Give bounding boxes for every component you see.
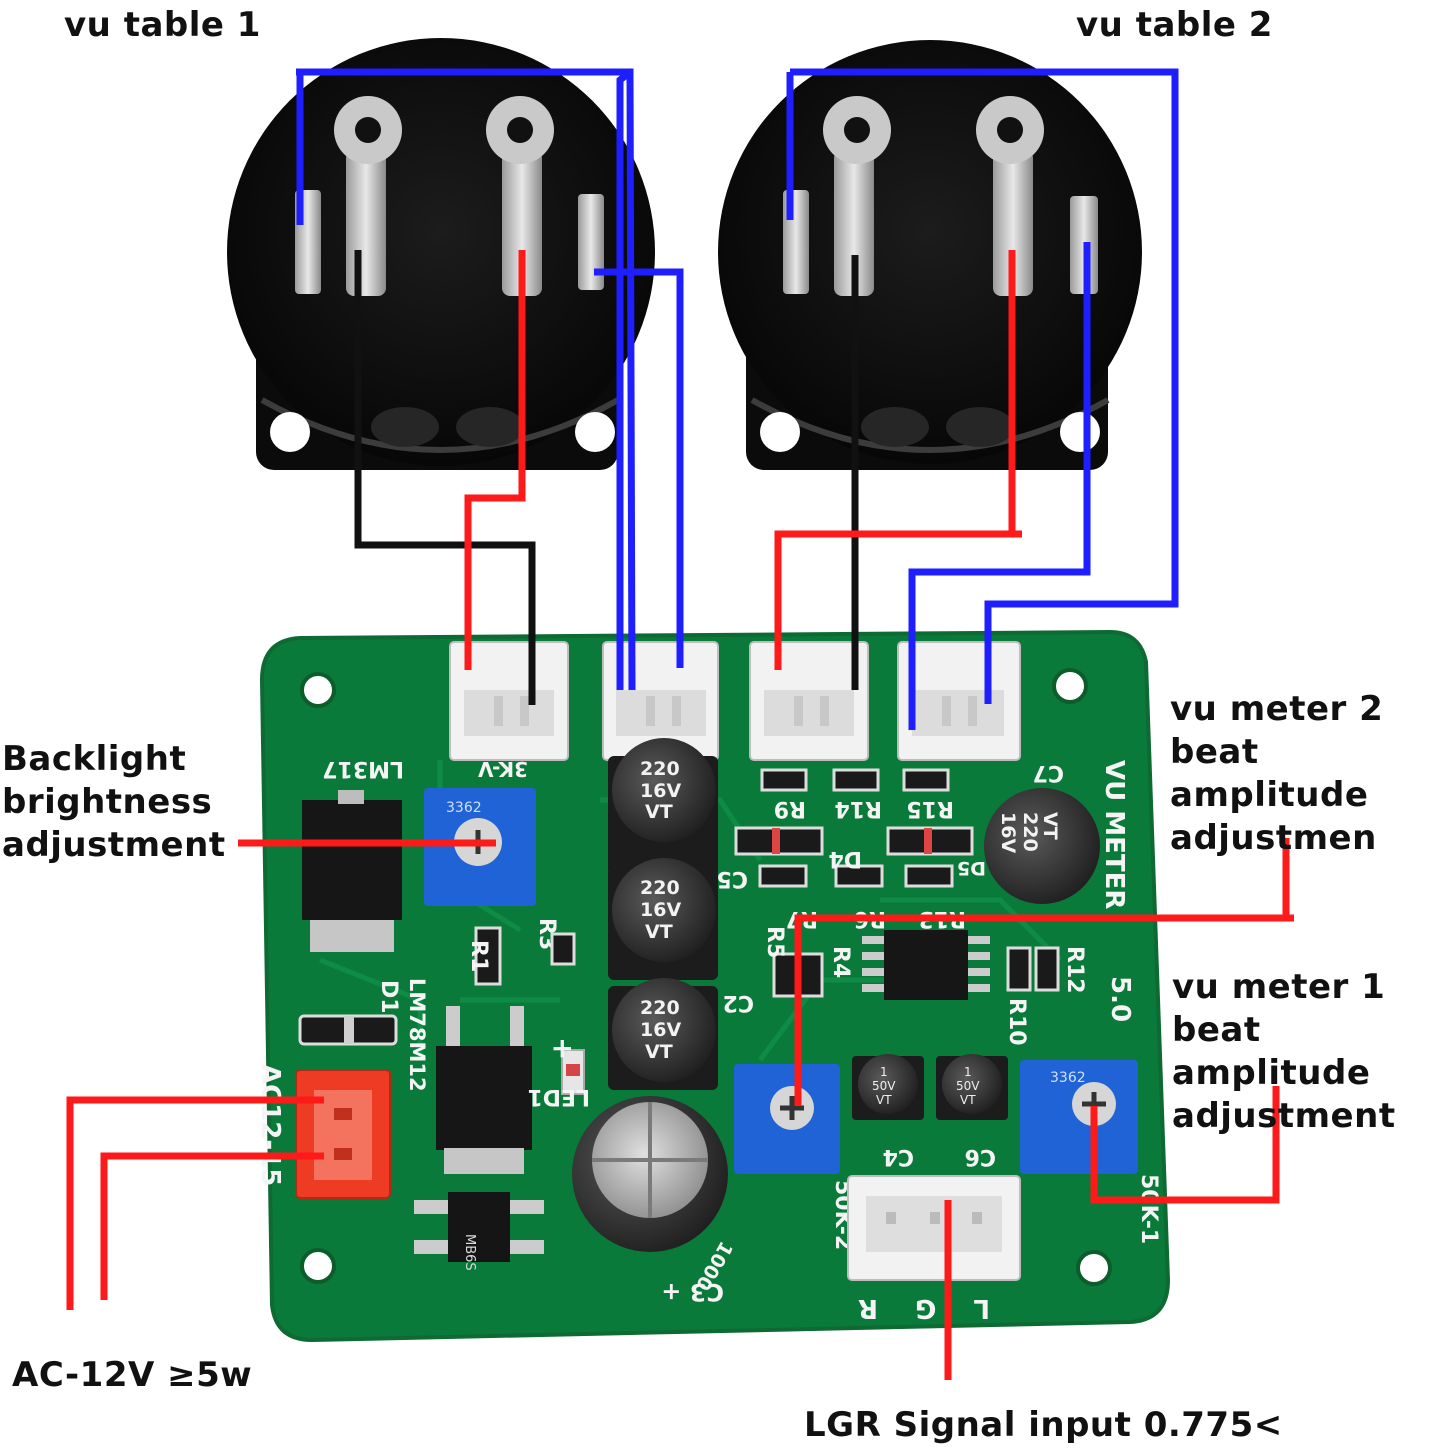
cap-220-bottom: 220 16V VT	[608, 978, 718, 1090]
connector-meter2-b	[897, 641, 1021, 761]
trimpot-50k-2	[734, 1064, 840, 1174]
r5-label: R5	[762, 926, 787, 958]
c6-series: VT	[960, 1093, 976, 1107]
wires-red	[66, 250, 1294, 1380]
mb6s-label: MB6S	[462, 1234, 477, 1271]
c7-voltage: 16V	[997, 812, 1019, 853]
r1-label: R1	[466, 940, 491, 972]
c4-capacitor: 1 50V VT	[852, 1054, 924, 1120]
cap-bot-voltage: 16V	[640, 1019, 681, 1041]
vu-meter-1	[227, 38, 655, 470]
r10-label: R10	[1004, 998, 1029, 1046]
connector-meter1-a	[449, 641, 569, 761]
connector-meter2-a	[749, 641, 869, 761]
lgr-input-connector	[847, 1175, 1021, 1281]
c6-value: 1	[964, 1065, 972, 1079]
pot-backlight-label: 3K-V	[477, 757, 528, 781]
r15-label: R15	[906, 796, 954, 821]
cap-220-top: 220 16V VT	[608, 738, 718, 876]
r12-label: R12	[1062, 946, 1087, 994]
r1-resistor	[474, 926, 502, 986]
version-label: 5.0	[1105, 976, 1135, 1022]
board-name-label: VU METER	[1099, 760, 1129, 909]
c4-label: C4	[883, 1144, 914, 1169]
d5-diode	[886, 826, 974, 856]
r3-resistor	[550, 932, 576, 966]
vu-meter-2	[718, 40, 1142, 470]
d1-diode	[298, 1014, 398, 1046]
backlight-trimpot: 3362	[424, 788, 536, 906]
cap-bot-series: VT	[645, 1041, 673, 1063]
op-amp-ic	[862, 930, 990, 1000]
cap-mid-voltage: 16V	[640, 899, 681, 921]
c7-label: C7	[1033, 760, 1064, 785]
c7-series: VT	[1039, 812, 1061, 840]
wires-blue	[296, 68, 1179, 730]
d4-label: D4	[828, 846, 862, 871]
pot1-code: 3362	[1050, 1070, 1086, 1086]
cap-mid-value: 220	[640, 877, 680, 899]
cap-top-value: 220	[640, 758, 680, 780]
c5-label: C5	[717, 866, 748, 891]
c4-series: VT	[876, 1093, 892, 1107]
cap-top-series: VT	[645, 801, 673, 823]
lm317-regulator	[302, 790, 402, 952]
c7-capacitor: 220 16V VT	[984, 788, 1100, 904]
c6-voltage: 50V	[956, 1079, 980, 1093]
vu-table-2-label: vu table 2	[1076, 5, 1273, 45]
beat2-label: vu meter 2 beat amplitude adjustmen	[1170, 689, 1384, 858]
c7-value: 220	[1019, 812, 1041, 852]
pot1-label: 50K-1	[1136, 1174, 1161, 1244]
lgr-label: L G R	[844, 1293, 990, 1323]
cap-bot-value: 220	[640, 997, 680, 1019]
cap-mid-series: VT	[645, 921, 673, 943]
wires-black	[354, 250, 859, 705]
lm78m12-regulator	[436, 1006, 532, 1174]
c4-voltage: 50V	[872, 1079, 896, 1093]
lm317-label: LM317	[322, 756, 404, 781]
trimpot-50k-1: 3362	[1020, 1060, 1138, 1174]
smd-resistors	[758, 768, 1060, 998]
cap-220-middle: 220 16V VT	[608, 858, 718, 980]
d4-diode	[734, 826, 824, 856]
led-plus-label: +	[551, 1033, 574, 1066]
d5-label: D5	[957, 857, 986, 879]
cap-top-voltage: 16V	[640, 780, 681, 802]
beat1-label: vu meter 1 beat amplitude adjustment	[1172, 967, 1396, 1136]
led1	[561, 1049, 585, 1095]
r14-label: R14	[834, 796, 882, 821]
c4-value: 1	[880, 1065, 888, 1079]
c6-capacitor: 1 50V VT	[936, 1054, 1008, 1120]
signal-input-label: LGR Signal input 0.775<	[804, 1405, 1283, 1445]
led1-label: LED1	[527, 1084, 590, 1109]
vu-table-1-label: vu table 1	[64, 5, 261, 45]
r9-label: R9	[774, 796, 806, 821]
d1-label: D1	[376, 980, 401, 1014]
ac-connector-label: AC12-15	[255, 1064, 285, 1186]
r4-label: R4	[828, 946, 853, 978]
c3-label: C3 +	[661, 1278, 724, 1306]
lm78m12-label: LM78M12	[405, 978, 429, 1092]
mb6s-bridge-rectifier	[414, 1192, 544, 1262]
meter-connectors	[449, 641, 1021, 761]
power-label: AC-12V ≥5w	[12, 1355, 253, 1395]
backlight-label: Backlight brightness adjustment	[2, 739, 226, 865]
ac-power-connector	[295, 1069, 391, 1199]
c6-label: C6	[965, 1144, 996, 1169]
c2-label: C2	[723, 990, 754, 1015]
pot-backlight-code: 3362	[446, 800, 482, 816]
